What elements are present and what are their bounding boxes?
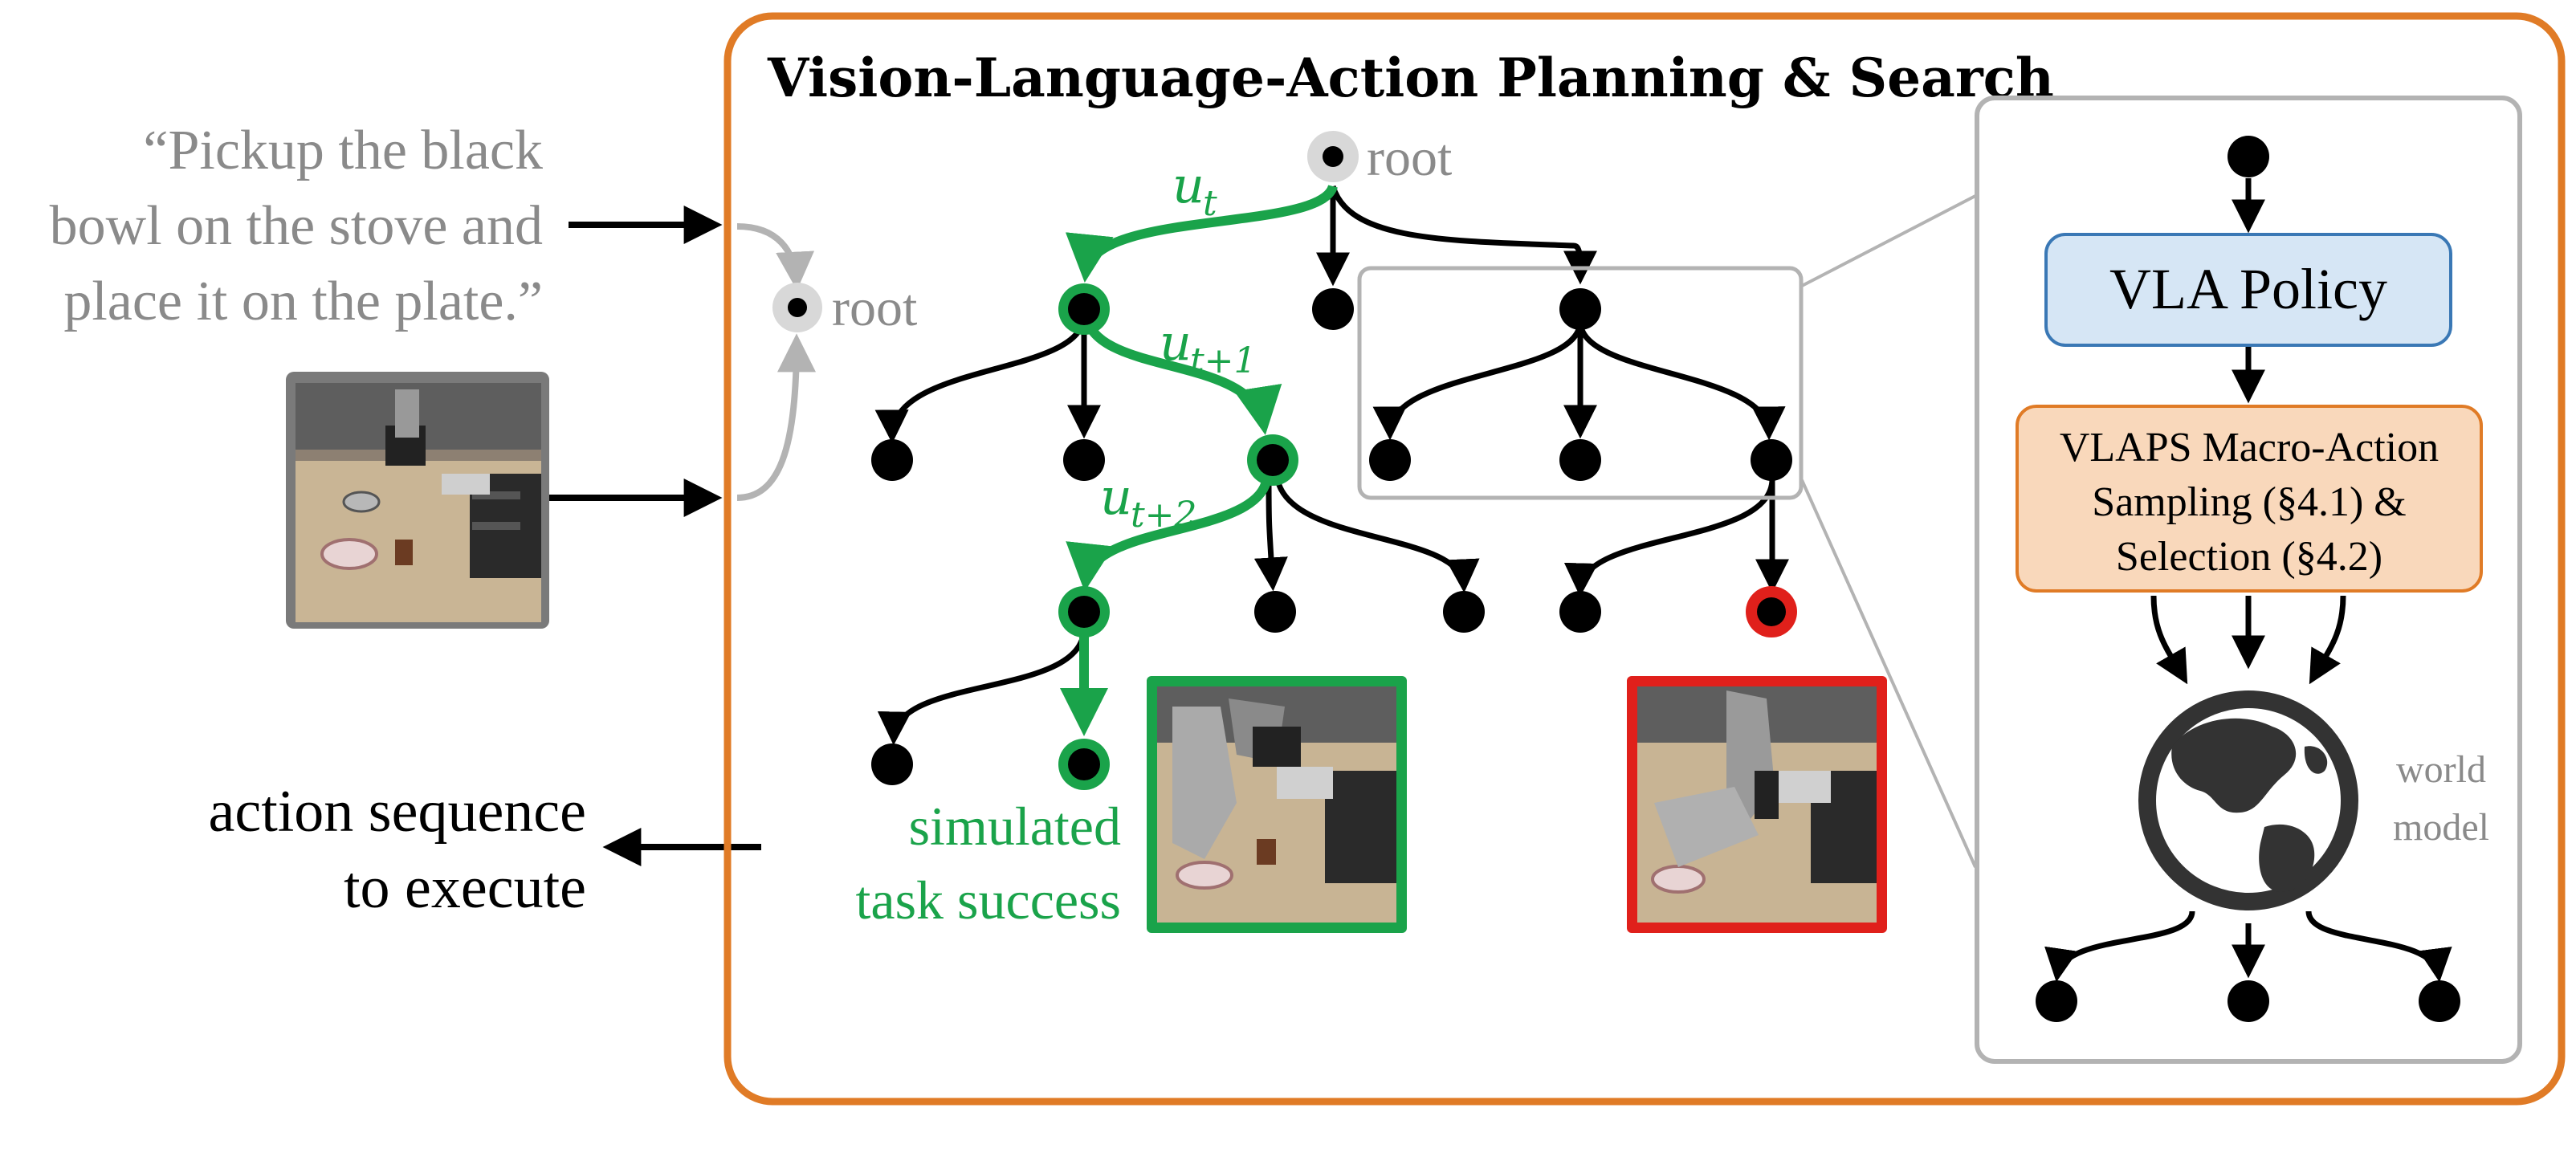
macro-line-3: Selection (§4.2): [2116, 534, 2382, 580]
failure-scene-image: [1627, 676, 1887, 933]
macro-to-world-arrows: [2150, 595, 2346, 685]
node-black: [1063, 439, 1105, 481]
edge-label-u-t-plus-2: u t+2: [1100, 467, 1197, 536]
success-scene-image: [1147, 676, 1407, 933]
svg-text:u: u: [1100, 467, 1132, 526]
svg-text:t: t: [1203, 183, 1217, 224]
world-model-line-1: world: [2396, 748, 2486, 791]
world-output-arrows: [2044, 910, 2452, 983]
macro-action-box: VLAPS Macro-Action Sampling (§4.1) & Sel…: [2016, 405, 2483, 593]
node-black: [871, 439, 913, 481]
tree-edges: [874, 185, 1789, 746]
input-root-node: [772, 283, 822, 332]
merge-arrow-top: [736, 223, 815, 291]
output-line-1: action sequence: [209, 779, 587, 845]
macro-line-1: VLAPS Macro-Action: [2060, 425, 2439, 470]
panel-output-node: [2036, 980, 2077, 1022]
globe-icon: [2138, 690, 2358, 910]
node-green: [1058, 586, 1110, 637]
edge-label-u-t: u t: [1172, 156, 1217, 224]
instruction-text: “Pickup the black bowl on the stove and …: [50, 120, 543, 332]
robot-scene-image: [286, 372, 549, 629]
node-black: [1559, 439, 1601, 481]
svg-text:u: u: [1172, 156, 1204, 214]
panel-input-node: [2228, 136, 2269, 177]
panel-output-node: [2419, 980, 2460, 1022]
zoom-line-top: [1801, 194, 1976, 287]
output-label: action sequence to execute: [209, 779, 587, 921]
node-black: [1312, 288, 1354, 330]
vla-policy-box: VLA Policy: [2044, 233, 2452, 347]
success-line-2: task success: [856, 870, 1121, 931]
svg-text:t+1: t+1: [1190, 340, 1257, 381]
vla-policy-label: VLA Policy: [2109, 257, 2387, 321]
diagram-title: Vision-Language-Action Planning & Search: [767, 47, 2054, 109]
node-black: [871, 743, 913, 785]
world-model-line-2: model: [2393, 806, 2489, 849]
merge-arrow-bottom: [736, 333, 816, 501]
node-black: [1443, 591, 1485, 633]
instruction-line-3: place it on the plate.”: [63, 271, 543, 332]
node-black: [1751, 439, 1792, 481]
node-green: [1058, 739, 1110, 790]
node-black: [1254, 591, 1296, 633]
node-black: [1559, 591, 1601, 633]
instruction-line-1: “Pickup the black: [143, 120, 543, 181]
svg-text:t+2: t+2: [1131, 495, 1197, 536]
tree-root-label: root: [1367, 128, 1452, 187]
success-line-1: simulated: [909, 796, 1121, 857]
instruction-line-2: bowl on the stove and: [50, 195, 543, 257]
detail-panel: [1975, 96, 2522, 1064]
panel-output-node: [2228, 980, 2269, 1022]
success-label: simulated task success: [856, 796, 1121, 931]
node-green: [1247, 434, 1298, 486]
node-black: [1369, 439, 1411, 481]
world-model-label: world model: [2393, 748, 2489, 849]
output-line-2: to execute: [344, 855, 586, 921]
node-green: [1058, 283, 1110, 335]
planning-frame: [723, 12, 2566, 1106]
tree-nodes: [871, 283, 1797, 790]
tree-root-node: [1307, 131, 1359, 182]
edge-label-u-t-plus-1: u t+1: [1160, 313, 1257, 381]
macro-line-2: Sampling (§4.1) &: [2092, 479, 2406, 525]
node-red: [1746, 586, 1797, 637]
input-root-label: root: [832, 279, 917, 337]
svg-text:u: u: [1160, 313, 1192, 372]
zoom-box: [1357, 266, 1804, 500]
zoom-line-bottom: [1800, 479, 1977, 868]
node-black: [1559, 288, 1601, 330]
success-path: [1060, 184, 1338, 736]
